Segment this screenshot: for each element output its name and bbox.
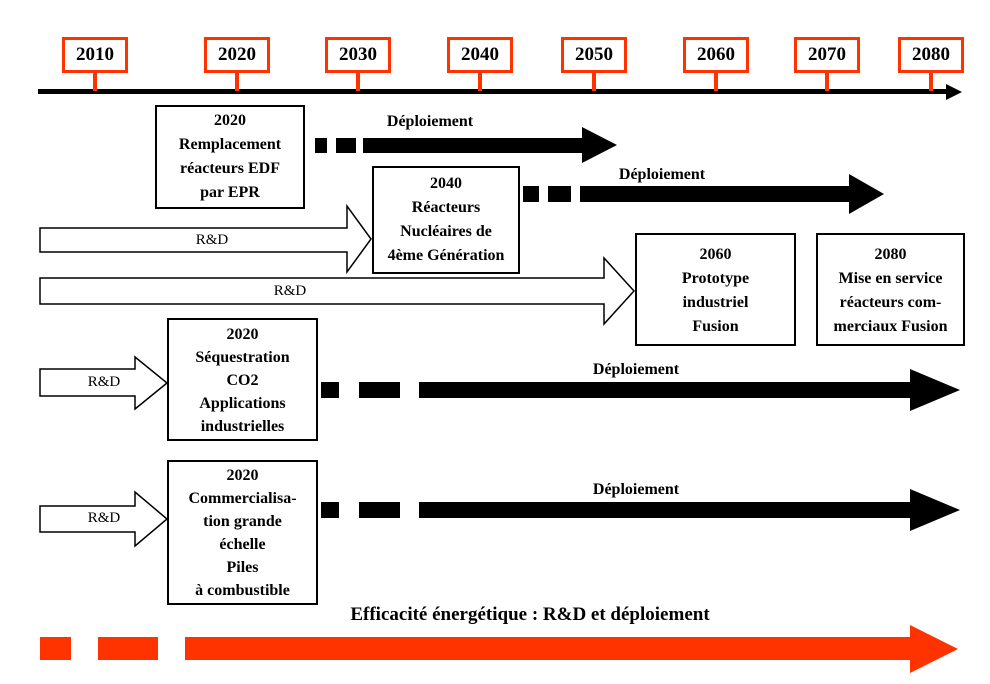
box-fusion-prototype-line: 2060 [699,246,732,263]
box-fusion-commercial-line: réacteurs com- [839,294,942,311]
box-gen4-line: Réacteurs [411,199,481,216]
box-fusion-prototype: 2060 Prototype industriel Fusion [635,233,796,346]
box-fusion-commercial-line: Mise en service [838,270,943,287]
deployment-arrow-dash [321,502,339,518]
deployment-arrow-dash [359,382,400,398]
timeline-tick-2070 [825,72,829,91]
box-fusion-prototype-line: Fusion [692,318,739,335]
energy-efficiency-banner: Efficacité énergétique : R&D et déploiem… [350,604,710,625]
deployment-label-gen4: Déploiement [618,166,706,183]
deployment-label-co2: Déploiement [592,361,680,378]
deployment-arrow-dash [315,138,327,153]
deployment-arrow-dash [523,186,539,202]
year-box-2070: 2070 [794,37,860,73]
deployment-arrowhead-gen4-icon [849,174,884,214]
box-co2-line: industrielles [200,418,285,435]
box-epr-line: réacteurs EDF [180,160,280,177]
timeline-tick-2020 [235,72,239,91]
efficiency-arrow-bar [185,637,910,660]
efficiency-arrowhead-icon [910,625,958,673]
rnd-label-fuel-cell: R&D [87,510,121,526]
box-fusion-commercial-line: 2080 [874,246,907,263]
box-fusion-commercial: 2080 Mise en service réacteurs com- merc… [816,233,965,346]
box-co2-line: CO2 [226,372,259,389]
box-fuel-cell-line: Commercialisa- [188,490,297,507]
box-fuel-cell-line: échelle [219,536,266,553]
box-co2-line: Séquestration [195,349,290,366]
efficiency-arrow-dash [40,637,71,660]
box-fuel-cell-line: tion grande [203,513,282,530]
deployment-arrow-dash [548,186,571,202]
timeline-tick-2080 [929,72,933,91]
box-epr-line: par EPR [200,184,260,201]
year-box-2030: 2030 [325,37,391,73]
timeline-tick-2050 [592,72,596,91]
timeline-axis [38,89,946,94]
box-gen4-line: 4ème Génération [387,247,505,264]
timeline-axis-arrowhead-icon [946,84,962,100]
box-gen4-line: Nucléaires de [400,223,492,240]
timeline-tick-2030 [356,72,360,91]
deployment-label-epr: Déploiement [386,113,474,130]
box-co2: 2020 Séquestration CO2 Applications indu… [167,318,318,441]
box-fusion-prototype-line: industriel [682,294,749,311]
box-fuel-cell-line: Piles [226,559,259,576]
deployment-arrow-bar-epr [363,138,582,153]
deployment-arrow-dash [336,138,356,153]
year-box-2080: 2080 [898,37,964,73]
deployment-arrow-dash [359,502,400,518]
box-epr-line: 2020 [214,112,246,129]
deployment-arrowhead-fuel-cell-icon [910,489,960,531]
deployment-arrowhead-epr-icon [582,127,617,163]
rnd-label-co2: R&D [87,374,121,390]
box-fusion-commercial-line: merciaux Fusion [833,318,948,335]
deployment-label-fuel-cell: Déploiement [592,481,680,498]
year-box-2040: 2040 [447,37,513,73]
rnd-label-fusion: R&D [273,283,307,299]
box-gen4-line: 2040 [430,175,462,192]
box-epr-line: Remplacement [178,136,282,153]
timeline-tick-2040 [478,72,482,91]
deployment-arrow-bar-co2 [419,382,910,398]
year-box-2060: 2060 [683,37,749,73]
deployment-arrowhead-co2-icon [910,369,960,411]
box-fuel-cell-line: à combustible [195,582,290,599]
rnd-arrow-fuel-cell [39,490,169,548]
year-box-2010: 2010 [62,37,128,73]
efficiency-arrow-dash [98,637,158,660]
box-co2-line: 2020 [226,326,259,343]
box-fuel-cell: 2020 Commercialisa- tion grande échelle … [167,460,318,605]
rnd-arrow-fusion [39,256,636,326]
timeline-tick-2060 [714,72,718,91]
rnd-label-gen4: R&D [195,232,229,248]
year-box-2020: 2020 [204,37,270,73]
box-gen4: 2040 Réacteurs Nucléaires de 4ème Généra… [372,166,520,274]
deployment-arrow-bar-fuel-cell [419,502,910,518]
rnd-arrow-co2 [39,355,169,411]
timeline-tick-2010 [93,72,97,91]
rnd-arrow-gen4 [39,203,372,275]
box-fusion-prototype-line: Prototype [681,270,750,287]
box-epr: 2020 Remplacement réacteurs EDF par EPR [155,105,305,209]
deployment-arrow-dash [321,382,339,398]
year-box-2050: 2050 [561,37,627,73]
deployment-arrow-bar-gen4 [580,186,849,202]
box-fuel-cell-line: 2020 [226,467,259,484]
box-co2-line: Applications [199,395,286,412]
